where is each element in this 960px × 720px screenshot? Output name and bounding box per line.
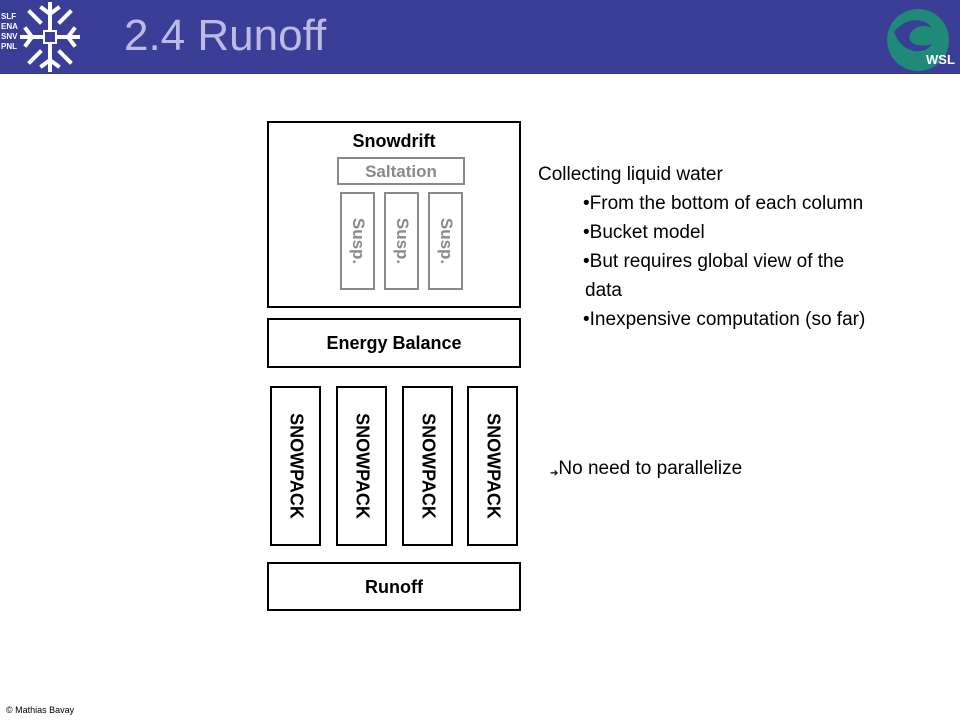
copyright-footer: © Mathias Bavay: [6, 705, 75, 715]
energy-balance-box: Energy Balance: [267, 318, 521, 368]
snowpack-label-4: SNOWPACK: [483, 413, 503, 519]
wsl-logo: WSL: [880, 4, 956, 74]
wsl-logo-text: WSL: [926, 52, 955, 67]
saltation-box: Saltation: [337, 157, 465, 185]
bullet-item-1: From the bottom of each column: [583, 189, 953, 218]
susp-column-2: Susp.: [384, 192, 419, 290]
conclusion-text: No need to parallelize: [558, 458, 743, 479]
content-heading: Collecting liquid water: [538, 164, 723, 185]
susp-label-1: Susp.: [348, 217, 368, 265]
susp-column-3: Susp.: [428, 192, 463, 290]
bullet-item-3: But requires global view of the: [583, 247, 953, 276]
energy-balance-label: Energy Balance: [326, 333, 462, 353]
slf-logo: SLF ENA SNV PNL: [0, 0, 110, 74]
bullet-list: From the bottom of each column Bucket mo…: [583, 189, 953, 334]
susp-label-2: Susp.: [392, 217, 412, 265]
runoff-box: Runoff: [267, 562, 521, 611]
slf-logo-text: SLF ENA SNV PNL: [1, 12, 18, 51]
bullet-item-3-continued: data: [585, 280, 622, 301]
snowpack-column-1: SNOWPACK: [270, 386, 321, 546]
arrow-right-icon: ➔: [550, 468, 559, 479]
snowpack-column-2: SNOWPACK: [336, 386, 387, 546]
snowpack-label-2: SNOWPACK: [352, 413, 372, 519]
susp-label-3: Susp.: [436, 217, 456, 265]
bullet-item-4: Inexpensive computation (so far): [583, 305, 953, 334]
runoff-label: Runoff: [365, 577, 423, 597]
snowpack-label-3: SNOWPACK: [418, 413, 438, 519]
content-text: Collecting liquid water: [538, 160, 723, 189]
snowdrift-title: Snowdrift: [352, 131, 436, 151]
conclusion-line: ➔No need to parallelize: [550, 454, 742, 488]
snowflake-cross-icon: [20, 2, 80, 72]
wsl-logo-icon: WSL: [887, 9, 955, 71]
header-bar: SLF ENA SNV PNL 2.4 Runoff WSL: [0, 0, 960, 74]
snowpack-column-4: SNOWPACK: [467, 386, 518, 546]
susp-column-1: Susp.: [340, 192, 375, 290]
bullet-item-2: Bucket model: [583, 218, 953, 247]
snowdrift-box: Snowdrift Saltation Susp. Susp. Susp.: [267, 121, 521, 308]
page-title: 2.4 Runoff: [124, 11, 327, 60]
snowpack-label-1: SNOWPACK: [286, 413, 306, 519]
snowpack-column-3: SNOWPACK: [402, 386, 453, 546]
saltation-label: Saltation: [365, 162, 437, 181]
